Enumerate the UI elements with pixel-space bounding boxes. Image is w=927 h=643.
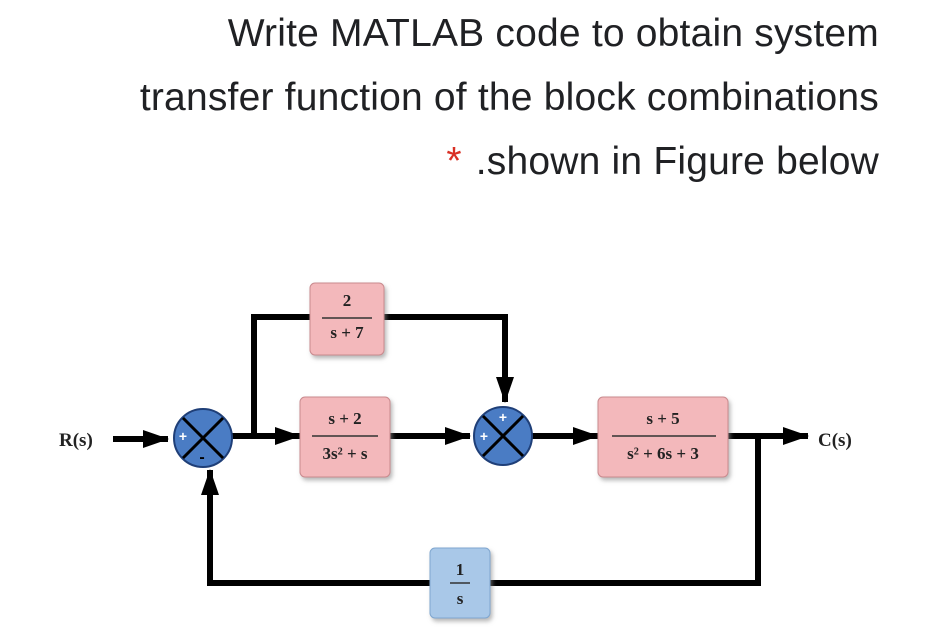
question-line-3: * .shown in Figure below	[446, 140, 879, 184]
block-plant1	[299, 396, 391, 478]
output-label: C(s)	[818, 430, 852, 451]
wire-feedforward-out	[384, 314, 514, 403]
feedback-numerator: 1	[456, 560, 465, 579]
question-line-2: transfer function of the block combinati…	[139, 76, 879, 119]
block-plant2	[597, 396, 729, 478]
plant2-numerator: s + 5	[646, 409, 679, 428]
question-line-3-text: .shown in Figure below	[475, 140, 879, 183]
plant2-denominator: s² + 6s + 3	[627, 444, 699, 463]
block-feedforward	[309, 282, 385, 356]
feedback-denominator: s	[457, 589, 464, 608]
wire-feedforward-branch	[251, 314, 310, 436]
input-label: R(s)	[59, 430, 93, 451]
sum2-left-plus-sign: +	[480, 428, 488, 444]
sum2-top-plus-sign: +	[499, 409, 507, 425]
summing-junction-1: + -	[173, 408, 233, 468]
summing-junction-2: + +	[473, 406, 533, 466]
feedforward-numerator: 2	[343, 291, 352, 310]
sum1-minus-sign: -	[199, 449, 204, 466]
question-line-1: Write MATLAB code to obtain system	[227, 12, 879, 55]
plant1-numerator: s + 2	[328, 409, 361, 428]
feedforward-denominator: s + 7	[330, 323, 364, 342]
sum1-plus-sign: +	[179, 428, 187, 444]
required-asterisk: *	[446, 140, 462, 183]
plant1-denominator: 3s² + s	[322, 444, 367, 463]
